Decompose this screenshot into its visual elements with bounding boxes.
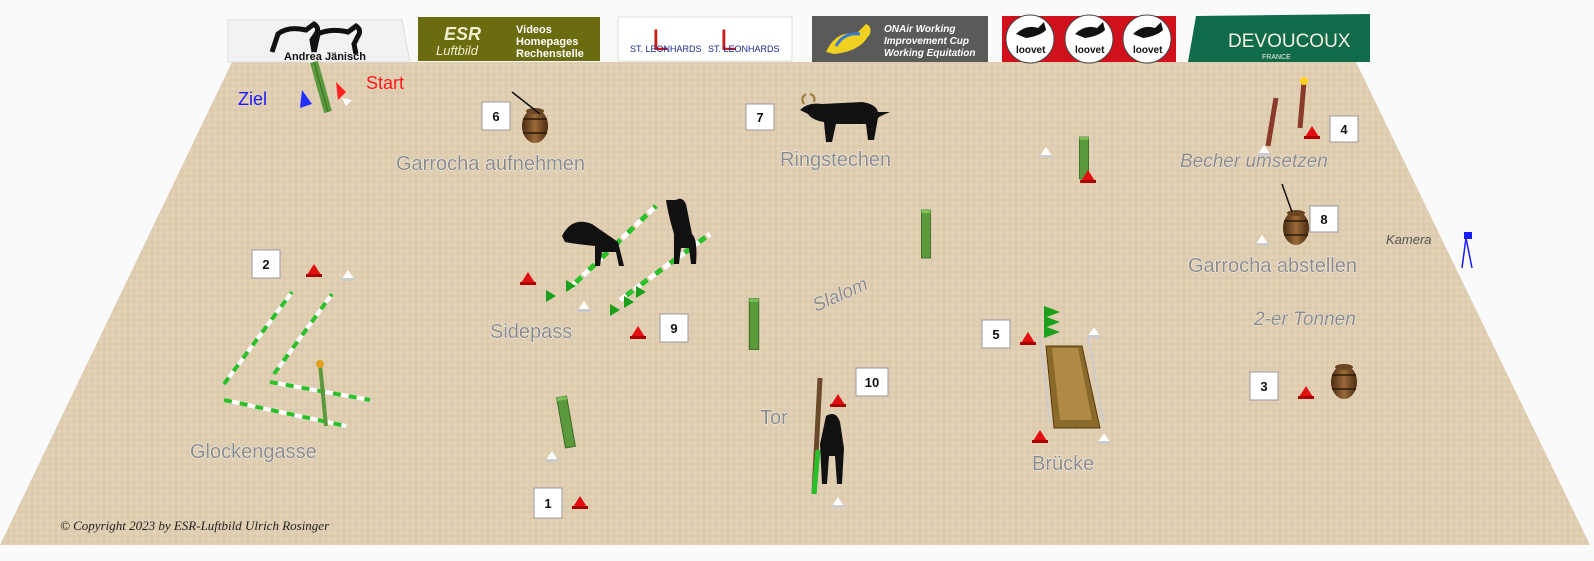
banner-devoucoux-text: DEVOUCOUX — [1228, 31, 1351, 52]
obstacle-6-barrel — [511, 91, 549, 144]
banner-esr-line-2: Homepages — [516, 36, 578, 48]
number-card-5: 5 — [981, 319, 1011, 349]
obstacle-7-bull — [800, 93, 890, 142]
ziel-label: Ziel — [238, 89, 267, 109]
zone-label-garrocha-abstellen: Garrocha abstellen — [1188, 255, 1357, 277]
banner-esr-line-3: Rechenstelle — [516, 48, 584, 60]
banner-leonhards: L ST. LEONHARDS L ST. LEONHARDS — [617, 16, 793, 62]
start-flag — [336, 82, 346, 100]
number-card-4: 4 — [1329, 115, 1359, 143]
banner-onair-line-3: Working Equitation — [884, 48, 975, 59]
banner-esr: ESR Luftbild Videos Homepages Rechenstel… — [418, 17, 600, 61]
banner-esr-logo: ESR — [444, 24, 481, 44]
number-card-8: 8 — [1309, 205, 1339, 233]
banner-onair: ONAir Working Improvement Cup Working Eq… — [812, 16, 988, 62]
camera-icon: Kamera — [1386, 232, 1473, 269]
zone-label-garrocha-aufnehmen: Garrocha aufnehmen — [396, 153, 585, 175]
zone-label-becher-umsetzen: Becher umsetzen — [1180, 151, 1328, 172]
svg-text:2: 2 — [262, 257, 269, 272]
number-card-6: 6 — [481, 101, 511, 131]
leonhards-mark-1: L — [652, 24, 669, 57]
start-label: Start — [366, 73, 404, 93]
kamera-label: Kamera — [1386, 232, 1432, 247]
zone-label-bruecke: Brücke — [1032, 453, 1094, 475]
start-ziel-area: Start Ziel — [238, 60, 404, 114]
zone-label-2er-tonnen: 2-er Tonnen — [1253, 309, 1356, 330]
banner-leonhards-2: ST. LEONHARDS — [708, 44, 780, 54]
number-card-7: 7 — [745, 103, 775, 131]
banner-loovet: loovet loovet loovet — [1002, 14, 1176, 64]
leonhards-mark-2: L — [720, 24, 737, 57]
svg-text:8: 8 — [1320, 212, 1327, 227]
banner-loovet-2: loovet — [1075, 45, 1105, 56]
number-card-1: 1 — [533, 487, 563, 519]
obstacle-4-poles — [1257, 77, 1320, 156]
banner-onair-line-1: ONAir Working — [884, 24, 955, 35]
zone-label-tor: Tor — [760, 407, 788, 429]
banner-loovet-1: loovet — [1016, 45, 1046, 56]
banner-devoucoux: DEVOUCOUX FRANCE — [1188, 14, 1370, 62]
obstacle-2-glockengasse — [222, 264, 371, 428]
banner-devoucoux-small: FRANCE — [1262, 54, 1291, 61]
banner-loovet-3: loovet — [1133, 45, 1163, 56]
svg-text:1: 1 — [544, 496, 551, 511]
banner-janisch-text: Andrea Jänisch — [284, 51, 366, 63]
obstacle-8-barrel — [1255, 183, 1310, 246]
number-card-10: 10 — [855, 367, 889, 397]
copyright-text: © Copyright 2023 by ESR-Luftbild Ulrich … — [60, 518, 330, 533]
obstacle-5-bridge — [1020, 306, 1111, 444]
ziel-flag — [300, 90, 312, 108]
zone-label-sidepass: Sidepass — [490, 321, 572, 343]
svg-text:7: 7 — [756, 110, 763, 125]
svg-text:9: 9 — [670, 321, 677, 336]
svg-text:3: 3 — [1260, 379, 1267, 394]
number-card-9: 9 — [659, 313, 689, 343]
number-card-2: 2 — [251, 249, 281, 279]
number-card-3: 3 — [1249, 371, 1279, 401]
svg-text:6: 6 — [492, 109, 499, 124]
obstacle-10-gate — [811, 377, 846, 508]
arena-floor — [0, 62, 1590, 545]
zone-label-ringstechen: Ringstechen — [780, 149, 891, 171]
svg-text:10: 10 — [865, 375, 879, 390]
banner-onair-line-2: Improvement Cup — [884, 36, 969, 47]
svg-text:4: 4 — [1340, 122, 1348, 137]
banner-janisch: Andrea Jänisch — [227, 19, 411, 63]
start-cone — [342, 98, 352, 106]
obstacle-9-sidepass — [520, 198, 712, 339]
banner-esr-line-1: Videos — [516, 24, 552, 36]
svg-text:5: 5 — [992, 327, 999, 342]
zone-label-glockengasse: Glockengasse — [190, 441, 317, 463]
banner-leonhards-1: ST. LEONHARDS — [630, 44, 702, 54]
banner-esr-sub: Luftbild — [436, 43, 479, 58]
